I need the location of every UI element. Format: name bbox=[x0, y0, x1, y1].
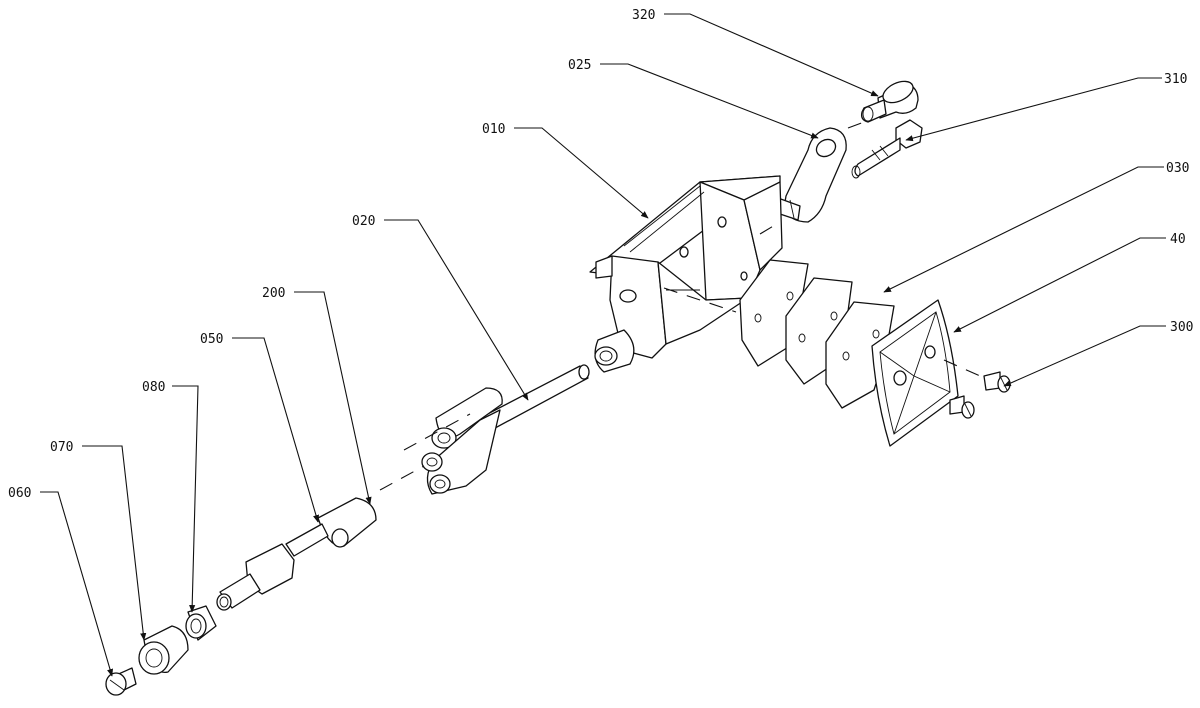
assembly-axis-lines bbox=[379, 121, 981, 491]
part-40-square-cover bbox=[871, 299, 959, 447]
part-200-lever bbox=[421, 387, 503, 495]
label-310: 310 bbox=[1164, 72, 1187, 87]
part-025-link-arm bbox=[777, 127, 847, 223]
label-200: 200 bbox=[262, 286, 285, 301]
label-40: 40 bbox=[1170, 232, 1186, 247]
label-320: 320 bbox=[632, 8, 655, 23]
part-300-screws bbox=[949, 371, 1011, 419]
label-010: 010 bbox=[482, 122, 505, 137]
label-300: 300 bbox=[1170, 320, 1193, 335]
part-hex-coupling bbox=[216, 543, 295, 611]
label-080: 080 bbox=[142, 380, 165, 395]
part-labels: 320 025 310 010 030 020 40 200 300 050 0… bbox=[8, 8, 1193, 501]
label-020: 020 bbox=[352, 214, 375, 229]
part-030-plate-set bbox=[739, 259, 895, 409]
part-010-main-bracket bbox=[589, 175, 783, 373]
label-070: 070 bbox=[50, 440, 73, 455]
part-070-bushing bbox=[138, 625, 189, 675]
label-030: 030 bbox=[1166, 161, 1189, 176]
label-060: 060 bbox=[8, 486, 31, 501]
label-050: 050 bbox=[200, 332, 223, 347]
leader-lines bbox=[40, 13, 1166, 677]
part-080-ring bbox=[185, 605, 217, 641]
part-050-sleeve bbox=[285, 497, 377, 557]
label-025: 025 bbox=[568, 58, 591, 73]
part-060-screw bbox=[105, 667, 137, 696]
part-320-cap-screw bbox=[860, 80, 919, 123]
part-310-hex-bolt bbox=[851, 119, 923, 179]
